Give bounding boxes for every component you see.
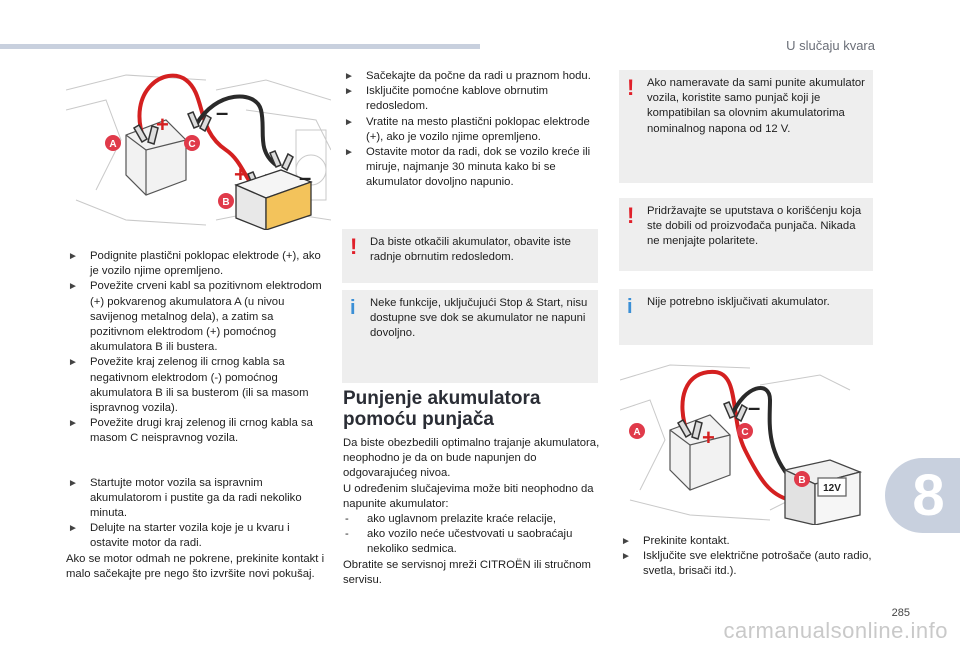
- list-item: ►Vratite na mesto plastični poklopac ele…: [344, 115, 590, 143]
- triangle-bullet-icon: ►: [344, 116, 354, 128]
- column-1: ►Podignite plastični poklopac elektrode …: [66, 249, 328, 582]
- plus-label-b: +: [234, 162, 247, 187]
- list-item: ►Isključite sve električne potrošače (au…: [621, 550, 872, 578]
- jump-steps-list: ►Podignite plastični poklopac elektrode …: [66, 249, 328, 447]
- closing-paragraph: Ako se motor odmah ne pokrene, prekinite…: [66, 552, 325, 580]
- watermark: carmanualsonline.info: [723, 618, 948, 643]
- list-item: ►Prekinite kontakt.: [619, 534, 875, 549]
- warning-note-polarity: ! Pridržavajte se uputstava o korišćenju…: [619, 198, 873, 271]
- header-rule: [0, 44, 480, 49]
- label-c: C: [741, 427, 748, 438]
- label-b: B: [798, 475, 805, 486]
- info-icon: i: [350, 297, 356, 319]
- list-item: ►Povežite crveni kabl sa pozitivnom elek…: [68, 280, 322, 354]
- section-title: U slučaju kvara: [786, 38, 875, 53]
- triangle-bullet-icon: ►: [621, 551, 631, 563]
- list-item: -ako vozilo neće učestvovati u saobraćaj…: [345, 528, 573, 556]
- triangle-bullet-icon: ►: [68, 477, 78, 489]
- plus-label: +: [702, 425, 715, 450]
- page-number: 285: [891, 607, 910, 619]
- list-item: ►Podignite plastični poklopac elektrode …: [68, 250, 321, 278]
- intro-paragraph: Da biste obezbedili optimalno trajanje a…: [343, 437, 600, 480]
- list-item: ►Sačekajte da počne da radi u praznom ho…: [342, 69, 597, 84]
- list-item: ►Startujte motor vozila sa ispravnim aku…: [68, 476, 302, 520]
- triangle-bullet-icon: ►: [344, 147, 354, 159]
- label-a: A: [633, 427, 640, 438]
- exclamation-icon: !: [350, 234, 358, 259]
- column-3-steps: ►Prekinite kontakt. ►Isključite sve elek…: [619, 534, 875, 580]
- minus-label-a: –: [216, 100, 228, 125]
- triangle-bullet-icon: ►: [68, 281, 78, 293]
- chapter-number: 8: [912, 463, 945, 528]
- label-a: A: [109, 139, 116, 150]
- start-steps-list: ►Startujte motor vozila sa ispravnim aku…: [66, 476, 328, 552]
- warning-note-disconnect: ! Da biste otkačili akumulator, obavite …: [342, 229, 598, 283]
- section-heading: Punjenje akumulatora pomoću punjača: [343, 388, 541, 430]
- list-item: -ako uglavnom prelazite kraće relacije,: [345, 513, 557, 526]
- charger-illustration: 12V + – A C B: [620, 364, 863, 525]
- triangle-bullet-icon: ►: [68, 251, 78, 262]
- exclamation-icon: !: [627, 203, 635, 228]
- list-item: ►Povežite drugi kraj zelenog ili crnog k…: [68, 417, 313, 445]
- cases-paragraph: U određenim slučajevima može biti neopho…: [343, 482, 594, 510]
- info-note-stop-start: i Neke funkcije, uključujući Stop & Star…: [342, 290, 598, 383]
- minus-label: –: [748, 395, 760, 420]
- list-item: ►Delujte na starter vozila koje je u kva…: [68, 522, 290, 550]
- minus-label-b: –: [299, 165, 311, 190]
- list-item: ►Povežite kraj zelenog ili crnog kabla s…: [68, 356, 309, 415]
- triangle-bullet-icon: ►: [344, 86, 354, 98]
- chapter-tab: [885, 458, 960, 533]
- closing-paragraph: Obratite se servisnoj mreži CITROËN ili …: [343, 558, 591, 586]
- voltage-label: 12V: [823, 483, 841, 494]
- triangle-bullet-icon: ►: [68, 357, 78, 369]
- label-b: B: [222, 197, 229, 208]
- triangle-bullet-icon: ►: [344, 71, 354, 82]
- battery-b: [234, 169, 313, 230]
- exclamation-icon: !: [627, 75, 635, 100]
- charging-body: Da biste obezbedili optimalno trajanje a…: [343, 436, 603, 588]
- list-item: ►Isključite pomoćne kablove obrnutim red…: [344, 85, 549, 113]
- triangle-bullet-icon: ►: [621, 536, 631, 547]
- column-2-steps: ►Sačekajte da počne da radi u praznom ho…: [342, 69, 597, 191]
- list-item: ►Ostavite motor da radi, dok se vozilo k…: [344, 146, 591, 189]
- jump-start-illustration: + – + – A C B: [66, 73, 331, 230]
- plus-label-a: +: [156, 112, 169, 137]
- charger-unit: [782, 459, 863, 525]
- info-note-no-disconnect: i Nije potrebno isključivati akumulator.: [619, 289, 873, 345]
- info-icon: i: [627, 296, 633, 318]
- triangle-bullet-icon: ►: [68, 523, 78, 535]
- warning-note-charger: ! Ako nameravate da sami punite akumulat…: [619, 70, 873, 183]
- triangle-bullet-icon: ►: [68, 418, 78, 430]
- label-c: C: [188, 139, 195, 150]
